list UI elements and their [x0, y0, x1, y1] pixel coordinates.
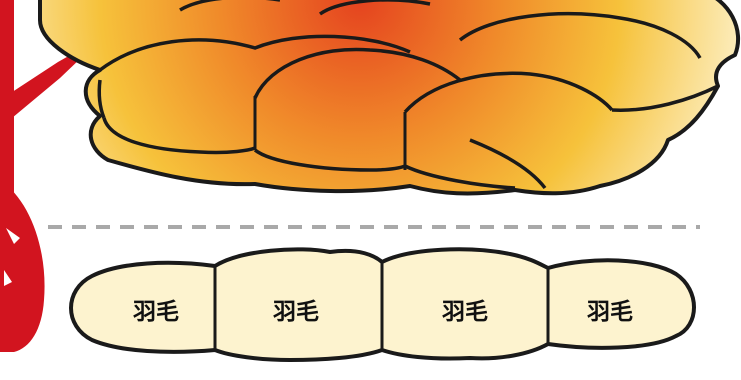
feather-label: 羽毛 — [587, 299, 633, 325]
feather-label: 羽毛 — [133, 299, 179, 325]
heated-feather-cluster — [38, 0, 741, 196]
feather-label: 羽毛 — [273, 299, 319, 325]
feather-row: 羽毛 羽毛 羽毛 羽毛 — [69, 247, 696, 362]
feather-label: 羽毛 — [442, 299, 488, 325]
